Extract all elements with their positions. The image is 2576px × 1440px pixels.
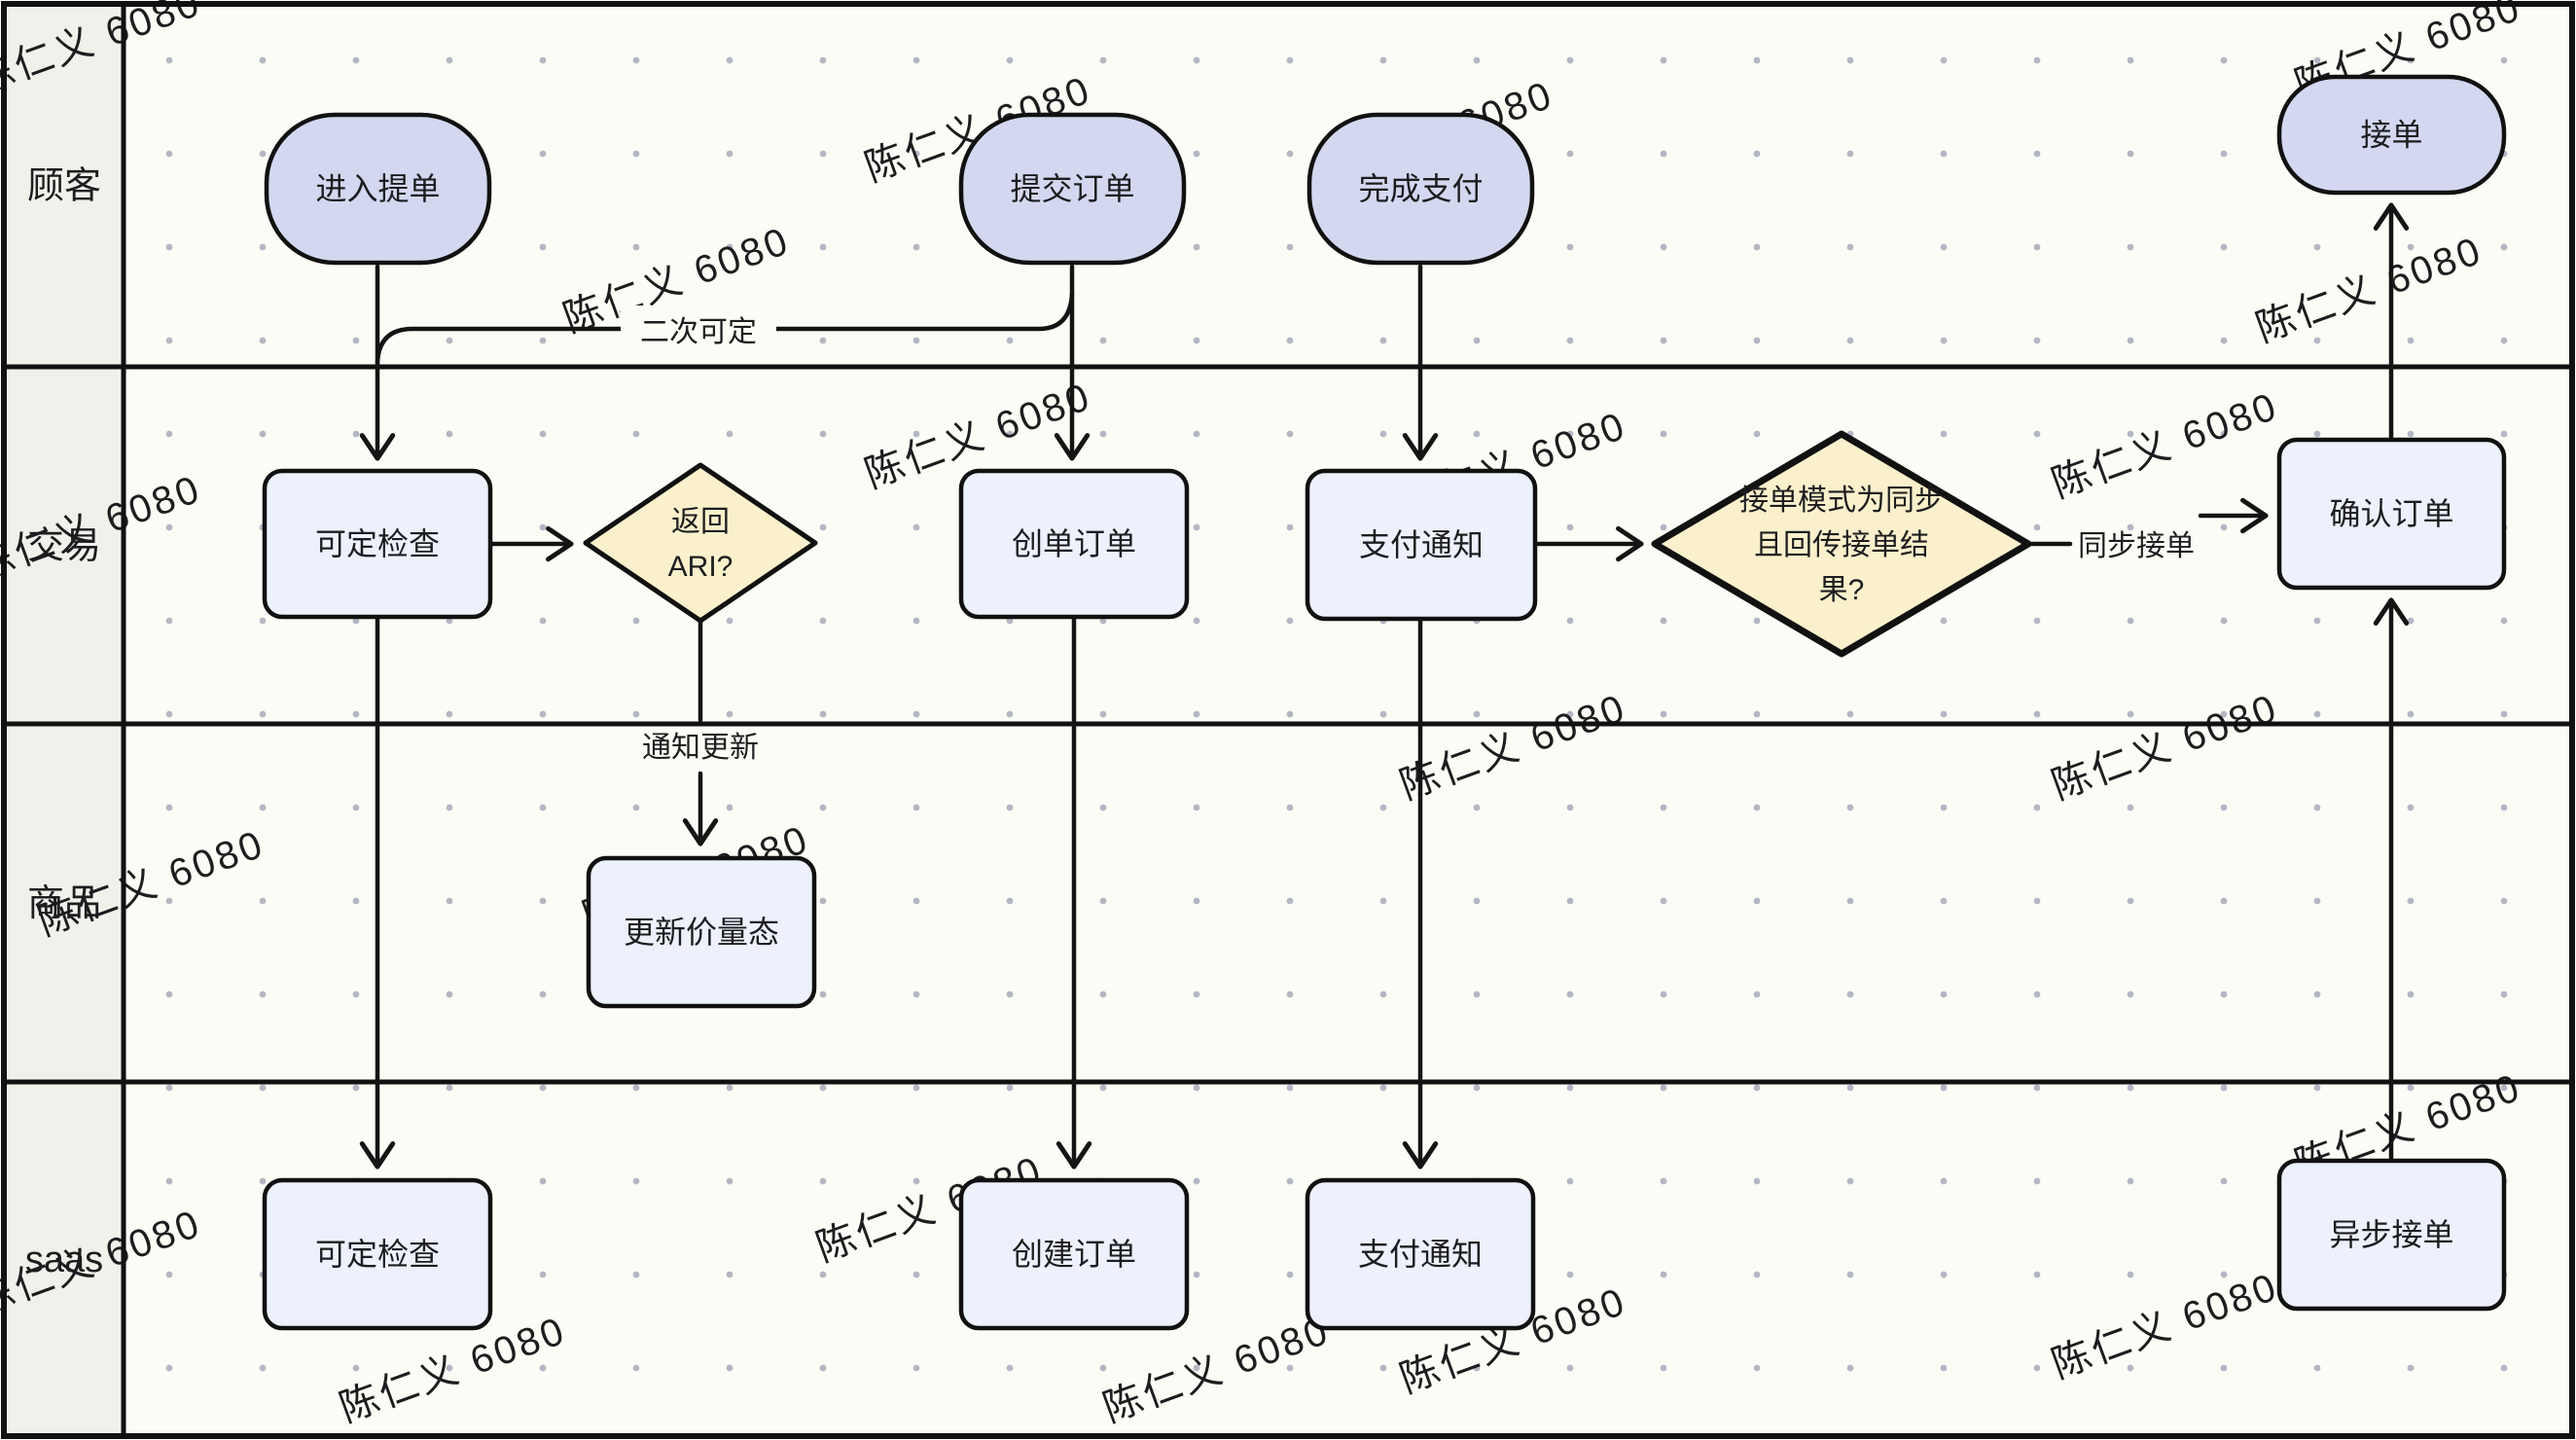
submit-order-label: 提交订单 — [1010, 171, 1134, 206]
node-payment-notify-saas[interactable]: 支付通知 — [1305, 1177, 1536, 1331]
return-ari-label: 返回 — [671, 506, 730, 538]
complete-payment-label: 完成支付 — [1358, 171, 1483, 206]
node-accept-order[interactable]: 接单 — [2276, 74, 2507, 196]
node-payment-notify-trade[interactable]: 支付通知 — [1305, 468, 1538, 622]
node-layer: 进入提单提交订单完成支付接单可定检查返回ARI?创单订单支付通知接单模式为同步且… — [262, 74, 2507, 1331]
node-return-ari[interactable]: 返回 ARI? — [583, 462, 818, 624]
edge-label-patch — [621, 306, 776, 352]
submit-order-shape — [958, 112, 1187, 266]
node-async-accept[interactable]: 异步接单 — [2276, 1158, 2507, 1312]
node-create-order-trade[interactable]: 创单订单 — [958, 468, 1190, 620]
lane-label-product: 商品 — [27, 883, 101, 924]
create-order-trade-shape — [958, 468, 1190, 620]
sync-mode-decision-shape — [1651, 430, 2032, 658]
availability-check-saas-label: 可定检查 — [315, 1237, 440, 1272]
node-availability-check-trade[interactable]: 可定检查 — [262, 468, 493, 620]
sync-mode-decision-label: 果? — [1819, 574, 1865, 606]
edge-label-second-availability: 二次可定 — [640, 316, 757, 348]
update-price-state-label: 更新价量态 — [624, 915, 779, 950]
confirm-order-shape — [2276, 437, 2507, 591]
payment-notify-trade-label: 支付通知 — [1359, 527, 1484, 562]
accept-order-label: 接单 — [2360, 118, 2422, 153]
availability-check-saas-shape — [262, 1177, 493, 1331]
edge-label-ari-to-update-lower: 通知更新 — [642, 732, 759, 764]
return-ari-shape — [583, 462, 818, 624]
payment-notify-saas-shape — [1305, 1177, 1536, 1331]
create-order-saas-label: 创建订单 — [1012, 1237, 1136, 1272]
accept-order-shape — [2276, 74, 2507, 196]
async-accept-label: 异步接单 — [2329, 1217, 2453, 1252]
payment-notify-trade-shape — [1305, 468, 1538, 622]
node-submit-order[interactable]: 提交订单 — [958, 112, 1187, 266]
create-order-saas-shape — [958, 1177, 1190, 1331]
availability-check-trade-label: 可定检查 — [315, 526, 440, 561]
payment-notify-saas-label: 支付通知 — [1358, 1237, 1483, 1272]
lane-label-saas: saas — [25, 1240, 103, 1280]
availability-check-trade-shape — [262, 468, 493, 620]
async-accept-shape — [2276, 1158, 2507, 1312]
node-complete-payment[interactable]: 完成支付 — [1306, 112, 1535, 266]
edge-label-sync-accept-arrow: 同步接单 — [2078, 530, 2195, 562]
sync-mode-decision-label: 接单模式为同步 — [1739, 485, 1944, 517]
return-ari-label: ARI? — [668, 551, 733, 583]
update-price-state-shape — [586, 855, 817, 1009]
enter-order-label: 进入提单 — [315, 171, 440, 206]
node-availability-check-saas[interactable]: 可定检查 — [262, 1177, 493, 1331]
sync-mode-decision-label: 且回传接单结 — [1754, 529, 1929, 561]
node-enter-order[interactable]: 进入提单 — [264, 112, 492, 266]
enter-order-shape — [264, 112, 492, 266]
lane-label-customer: 顾客 — [27, 166, 101, 207]
node-confirm-order[interactable]: 确认订单 — [2276, 437, 2507, 591]
node-create-order-saas[interactable]: 创建订单 — [958, 1177, 1190, 1331]
lane-label-trade: 交易 — [27, 526, 101, 567]
confirm-order-label: 确认订单 — [2329, 496, 2453, 531]
complete-payment-shape — [1306, 112, 1535, 266]
node-update-price-state[interactable]: 更新价量态 — [586, 855, 817, 1009]
lane-header-column — [4, 4, 124, 1436]
create-order-trade-label: 创单订单 — [1012, 526, 1136, 561]
